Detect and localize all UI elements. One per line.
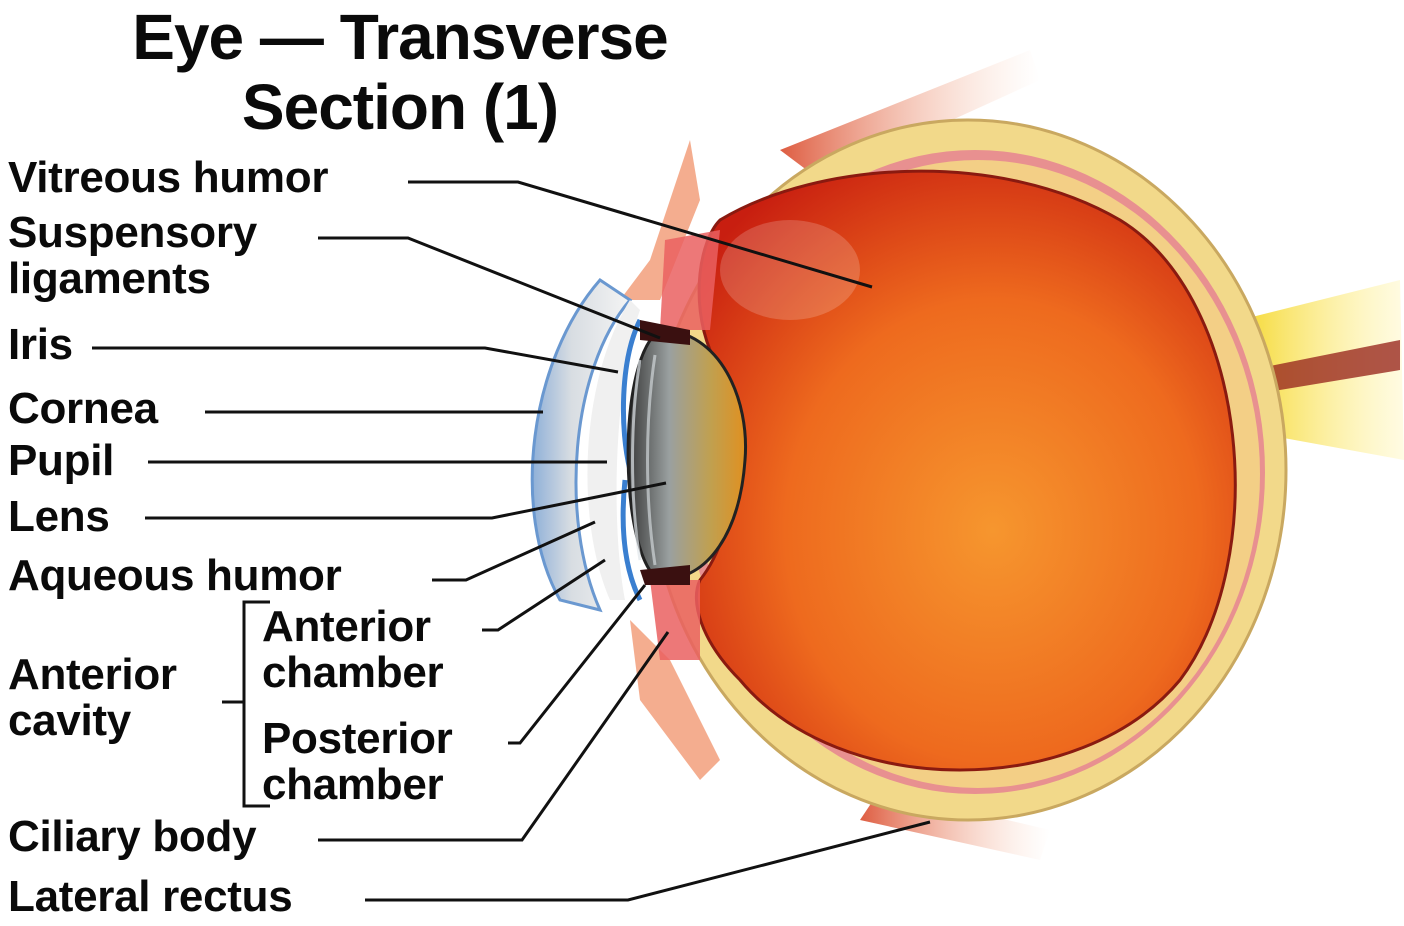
cornea (530, 278, 633, 613)
lens (626, 328, 748, 582)
label-anterior-chamber-2: chamber (262, 648, 444, 697)
label-cornea: Cornea (8, 384, 158, 433)
label-vitreous-humor: Vitreous humor (8, 153, 329, 202)
label-posterior-chamber-1: Posterior (262, 714, 453, 763)
title-line-1: Eye — Transverse (132, 1, 668, 73)
label-lateral-rectus: Lateral rectus (8, 872, 293, 921)
label-ciliary-body: Ciliary body (8, 812, 257, 861)
label-suspensory-ligaments-1: Suspensory (8, 208, 257, 257)
label-anterior-cavity-2: cavity (8, 696, 131, 745)
label-lens: Lens (8, 492, 110, 541)
label-pupil: Pupil (8, 436, 115, 485)
label-posterior-chamber-2: chamber (262, 760, 444, 809)
label-anterior-chamber-1: Anterior (262, 602, 431, 651)
title-line-2: Section (1) (241, 71, 559, 143)
diagram-title: Eye — Transverse Section (1) (40, 4, 760, 140)
label-anterior-cavity-1: Anterior (8, 650, 177, 699)
label-aqueous-humor: Aqueous humor (8, 551, 342, 600)
label-iris: Iris (8, 320, 73, 369)
leader-lines (92, 180, 931, 902)
label-suspensory-ligaments-2: ligaments (8, 254, 211, 303)
